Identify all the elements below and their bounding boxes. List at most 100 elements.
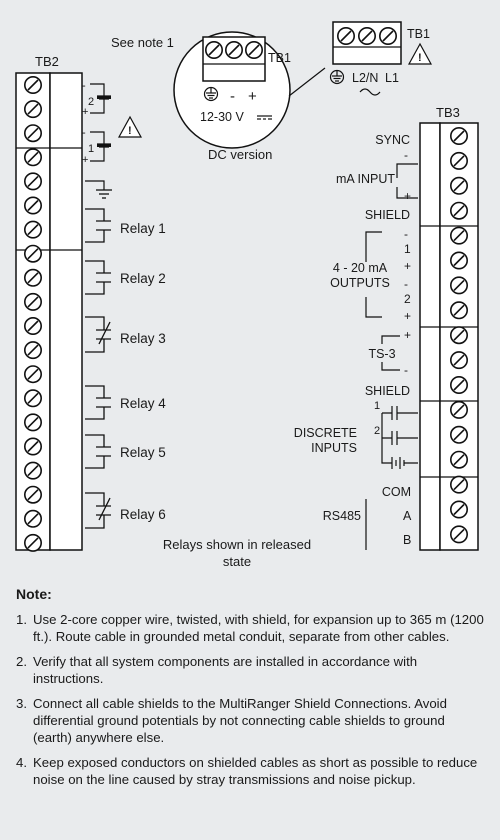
svg-text:!: ! xyxy=(128,125,132,137)
rs-b-label: B xyxy=(403,533,411,547)
dc-tb1-label: TB1 xyxy=(268,51,291,65)
outputs-bracket xyxy=(365,231,382,318)
tb2-terminal-screw-12 xyxy=(23,341,43,360)
tb3-terminal-screw-8 xyxy=(449,301,469,320)
note-number: 2. xyxy=(16,654,27,669)
di-2-label: 2 xyxy=(374,425,380,437)
com-label: COM xyxy=(382,485,411,499)
tb2-terminal-screw-2 xyxy=(23,100,43,119)
note-text: Connect all cable shields to the MultiRa… xyxy=(33,696,447,745)
out-minus-1: - xyxy=(404,227,408,241)
ma-input-label: mA INPUT xyxy=(336,172,395,186)
dc-version-inset: TB1 - + 12-30 V xyxy=(173,31,291,149)
wiring-diagram: TB1 - + 12-30 V See note 1 DC version TB… xyxy=(15,21,479,569)
svg-text:+: + xyxy=(82,154,88,166)
tb3-terminal-screw-11 xyxy=(449,375,469,395)
notes-section: Note: 1. Use 2-core copper wire, twisted… xyxy=(16,586,486,796)
ground-icon xyxy=(85,180,112,199)
tb3-terminal-screw-1 xyxy=(449,127,469,145)
dc-voltage-label: 12-30 V xyxy=(200,110,244,124)
ma-input-bracket xyxy=(396,163,418,199)
note-text: Verify that all system components are in… xyxy=(33,654,418,686)
tb2-terminal-block xyxy=(15,72,83,552)
tb3-terminal-screw-12 xyxy=(449,400,469,419)
tb2-terminal-screw-20 xyxy=(23,533,43,552)
tb3-terminal-screw-5 xyxy=(449,226,469,245)
tb2-terminal-screw-11 xyxy=(23,316,43,336)
tb2-terminal-screw-6 xyxy=(23,196,43,215)
note-number: 1. xyxy=(16,612,27,627)
relay-5-label: Relay 5 xyxy=(120,445,166,460)
ac-l1-label: L1 xyxy=(385,71,399,85)
relay-3-symbol xyxy=(85,316,111,353)
note-number: 4. xyxy=(16,755,27,770)
tb3-terminal-screw-6 xyxy=(449,251,469,270)
tb2-terminal-screw-9 xyxy=(23,268,43,287)
note-item: 1. Use 2-core copper wire, twisted, with… xyxy=(16,611,486,645)
tb3-label: TB3 xyxy=(436,105,460,120)
ac-terminal-screw-3 xyxy=(378,26,398,46)
svg-text:1: 1 xyxy=(88,143,94,155)
tb2-terminal-screw-13 xyxy=(23,365,43,384)
warning-icon: ! xyxy=(117,115,143,138)
dc-terminal-screw-1 xyxy=(205,40,223,60)
note-item: 3. Connect all cable shields to the Mult… xyxy=(16,695,486,746)
tb2-terminal-screw-4 xyxy=(23,148,43,167)
tb3-terminal-screw-13 xyxy=(449,425,469,444)
svg-text:-: - xyxy=(82,80,86,92)
ma-plus-label: + xyxy=(404,189,411,203)
discrete-inputs-wiring xyxy=(381,406,418,469)
ts3-plus: + xyxy=(404,328,411,342)
note-text: Use 2-core copper wire, twisted, with sh… xyxy=(33,612,484,644)
sync-label: SYNC xyxy=(375,133,410,147)
tb1-ac-block: TB1 ! L2/N L1 xyxy=(329,21,433,96)
ac-tb1-label: TB1 xyxy=(407,27,430,41)
notes-title: Note: xyxy=(16,586,52,602)
svg-text:2: 2 xyxy=(88,96,94,108)
tb2-terminal-screw-5 xyxy=(23,172,43,191)
tb3-terminal-block xyxy=(419,122,479,551)
tb3-terminal-screw-14 xyxy=(449,450,469,469)
dc-terminal-screw-2 xyxy=(225,40,243,60)
note-text: Keep exposed conductors on shielded cabl… xyxy=(33,755,478,787)
tb2-terminal-screw-16 xyxy=(23,437,43,456)
discrete-line-1: DISCRETE xyxy=(294,426,357,440)
tb3-terminal-screw-10 xyxy=(449,351,469,370)
tb2-terminal-screw-10 xyxy=(23,292,43,311)
tb3-terminal-screw-16 xyxy=(449,500,469,519)
relay-2-label: Relay 2 xyxy=(120,271,166,286)
tb2-terminal-screw-7 xyxy=(23,220,43,239)
di-1-label: 1 xyxy=(374,400,380,412)
ma-minus-label: - xyxy=(404,148,408,162)
dc-minus-label: - xyxy=(230,88,235,105)
outputs-line-1: 4 - 20 mA xyxy=(333,261,388,275)
tb2-terminal-screw-1 xyxy=(23,76,43,94)
out-minus-2: - xyxy=(404,277,408,291)
note-item: 2. Verify that all system components are… xyxy=(16,653,486,687)
discrete-line-2: INPUTS xyxy=(311,441,357,455)
ac-l2n-label: L2/N xyxy=(352,71,378,85)
ground-icon xyxy=(203,86,219,102)
relay-4-label: Relay 4 xyxy=(120,396,166,411)
relays-note-line-2: state xyxy=(223,554,251,569)
tb3-terminal-screw-15 xyxy=(449,475,469,494)
ts3-label: TS-3 xyxy=(368,347,395,361)
ac-symbol-icon xyxy=(359,88,381,96)
rs-a-label: A xyxy=(403,509,412,523)
battery-marker-2: - + 2 xyxy=(82,80,111,118)
tb3-terminal-screw-7 xyxy=(449,276,469,295)
svg-text:+: + xyxy=(82,106,88,118)
tb3-screws xyxy=(449,127,469,544)
svg-text:-: - xyxy=(82,127,86,139)
ac-terminal-screw-2 xyxy=(357,26,377,46)
dc-version-caption: DC version xyxy=(208,147,272,162)
tb3-terminal-screw-4 xyxy=(449,201,469,220)
shield-2-label: SHIELD xyxy=(365,384,410,398)
out-plus-2: + xyxy=(404,309,411,323)
out-num-1: 1 xyxy=(404,242,411,256)
tb3-terminal-screw-2 xyxy=(449,151,469,170)
dc-plus-label: + xyxy=(248,88,257,105)
rs485-label: RS485 xyxy=(323,509,361,523)
relay-4-symbol xyxy=(85,385,111,420)
tb2-terminal-screw-15 xyxy=(23,413,43,432)
